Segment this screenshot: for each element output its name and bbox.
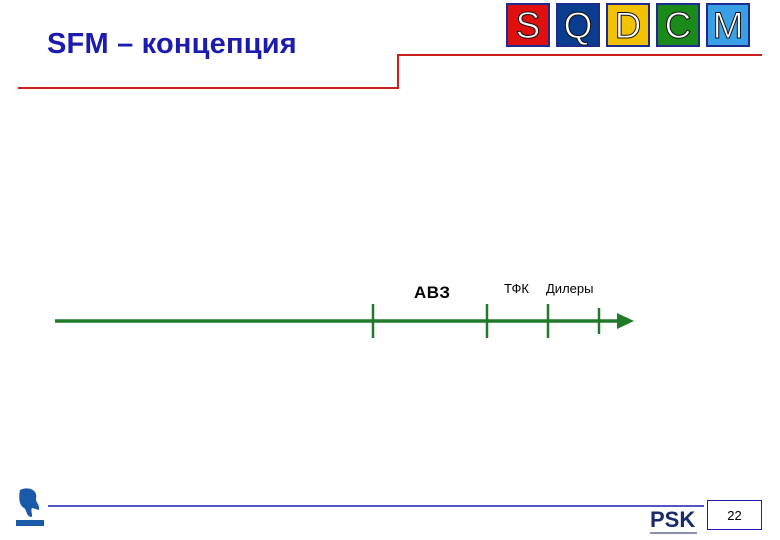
sqdcm-c-badge: C — [656, 3, 700, 47]
header-divider-line — [18, 54, 762, 89]
sqdcm-q-badge: Q — [556, 3, 600, 47]
timeline-label-dealers: Дилеры — [546, 281, 594, 296]
timeline-arrowhead — [617, 313, 634, 329]
page-number: 22 — [707, 500, 762, 530]
sqdcm-s-badge: S — [506, 3, 550, 47]
sqdcm-badges: S Q D C M — [506, 3, 750, 47]
psk-tagline-bar — [650, 532, 697, 534]
timeline-label-tfk: ТФК — [504, 281, 529, 296]
sqdcm-q-letter: Q — [563, 4, 593, 46]
timeline-label-avz: АВЗ — [414, 283, 451, 302]
slide-title: SFM – концепция — [47, 28, 297, 60]
sqdcm-d-letter: D — [614, 4, 642, 46]
sqdcm-m-badge: M — [706, 3, 750, 47]
kamaz-logo — [14, 486, 46, 528]
psk-logo: PSK — [650, 507, 696, 532]
sqdcm-c-letter: C — [664, 4, 692, 46]
sqdcm-m-letter: M — [712, 4, 744, 46]
page-number-text: 22 — [727, 507, 742, 523]
sqdcm-d-badge: D — [606, 3, 650, 47]
sqdcm-s-letter: S — [515, 4, 541, 46]
kamaz-horse-icon — [16, 488, 44, 526]
